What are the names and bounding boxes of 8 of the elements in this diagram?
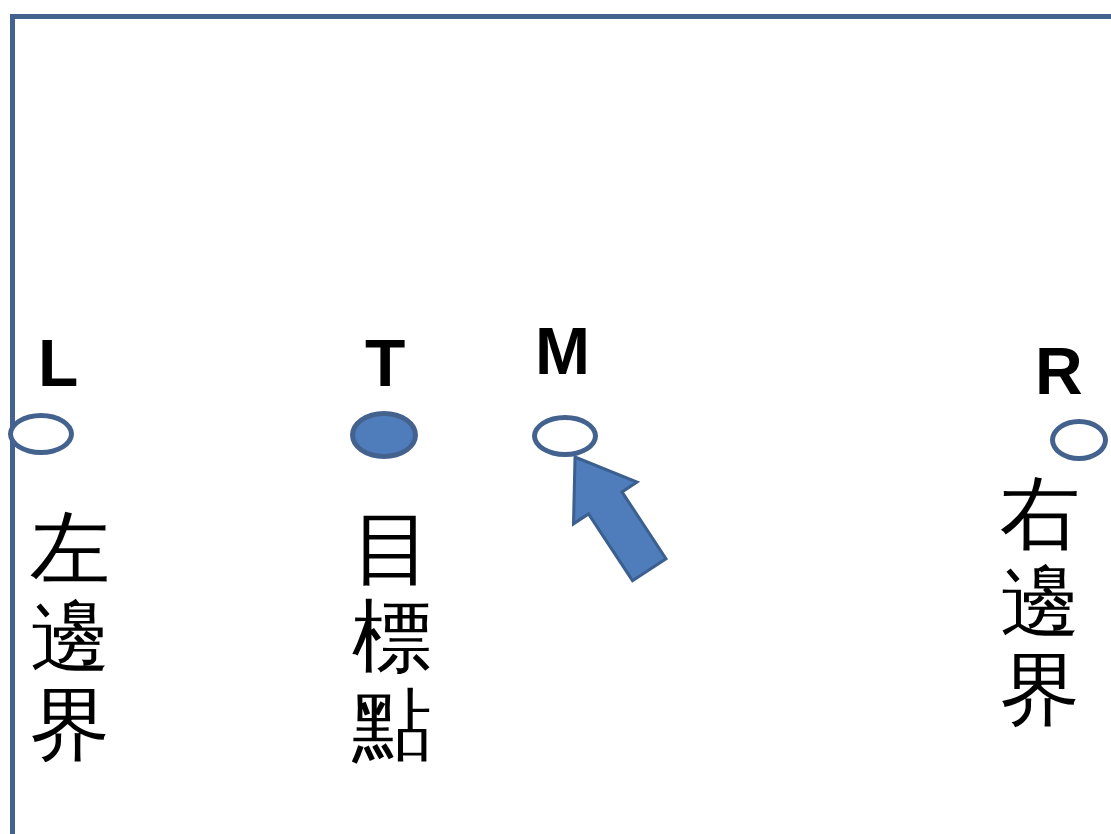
- vertical-label: 左邊界: [30, 505, 111, 769]
- point-letter: T: [365, 330, 406, 396]
- point-letter: L: [38, 330, 79, 396]
- point-letter: M: [535, 318, 590, 384]
- point-letter: R: [1035, 338, 1083, 404]
- vertical-label: 右邊界: [1000, 470, 1081, 734]
- vertical-label: 目標點: [352, 505, 433, 769]
- block-arrow: [571, 454, 669, 583]
